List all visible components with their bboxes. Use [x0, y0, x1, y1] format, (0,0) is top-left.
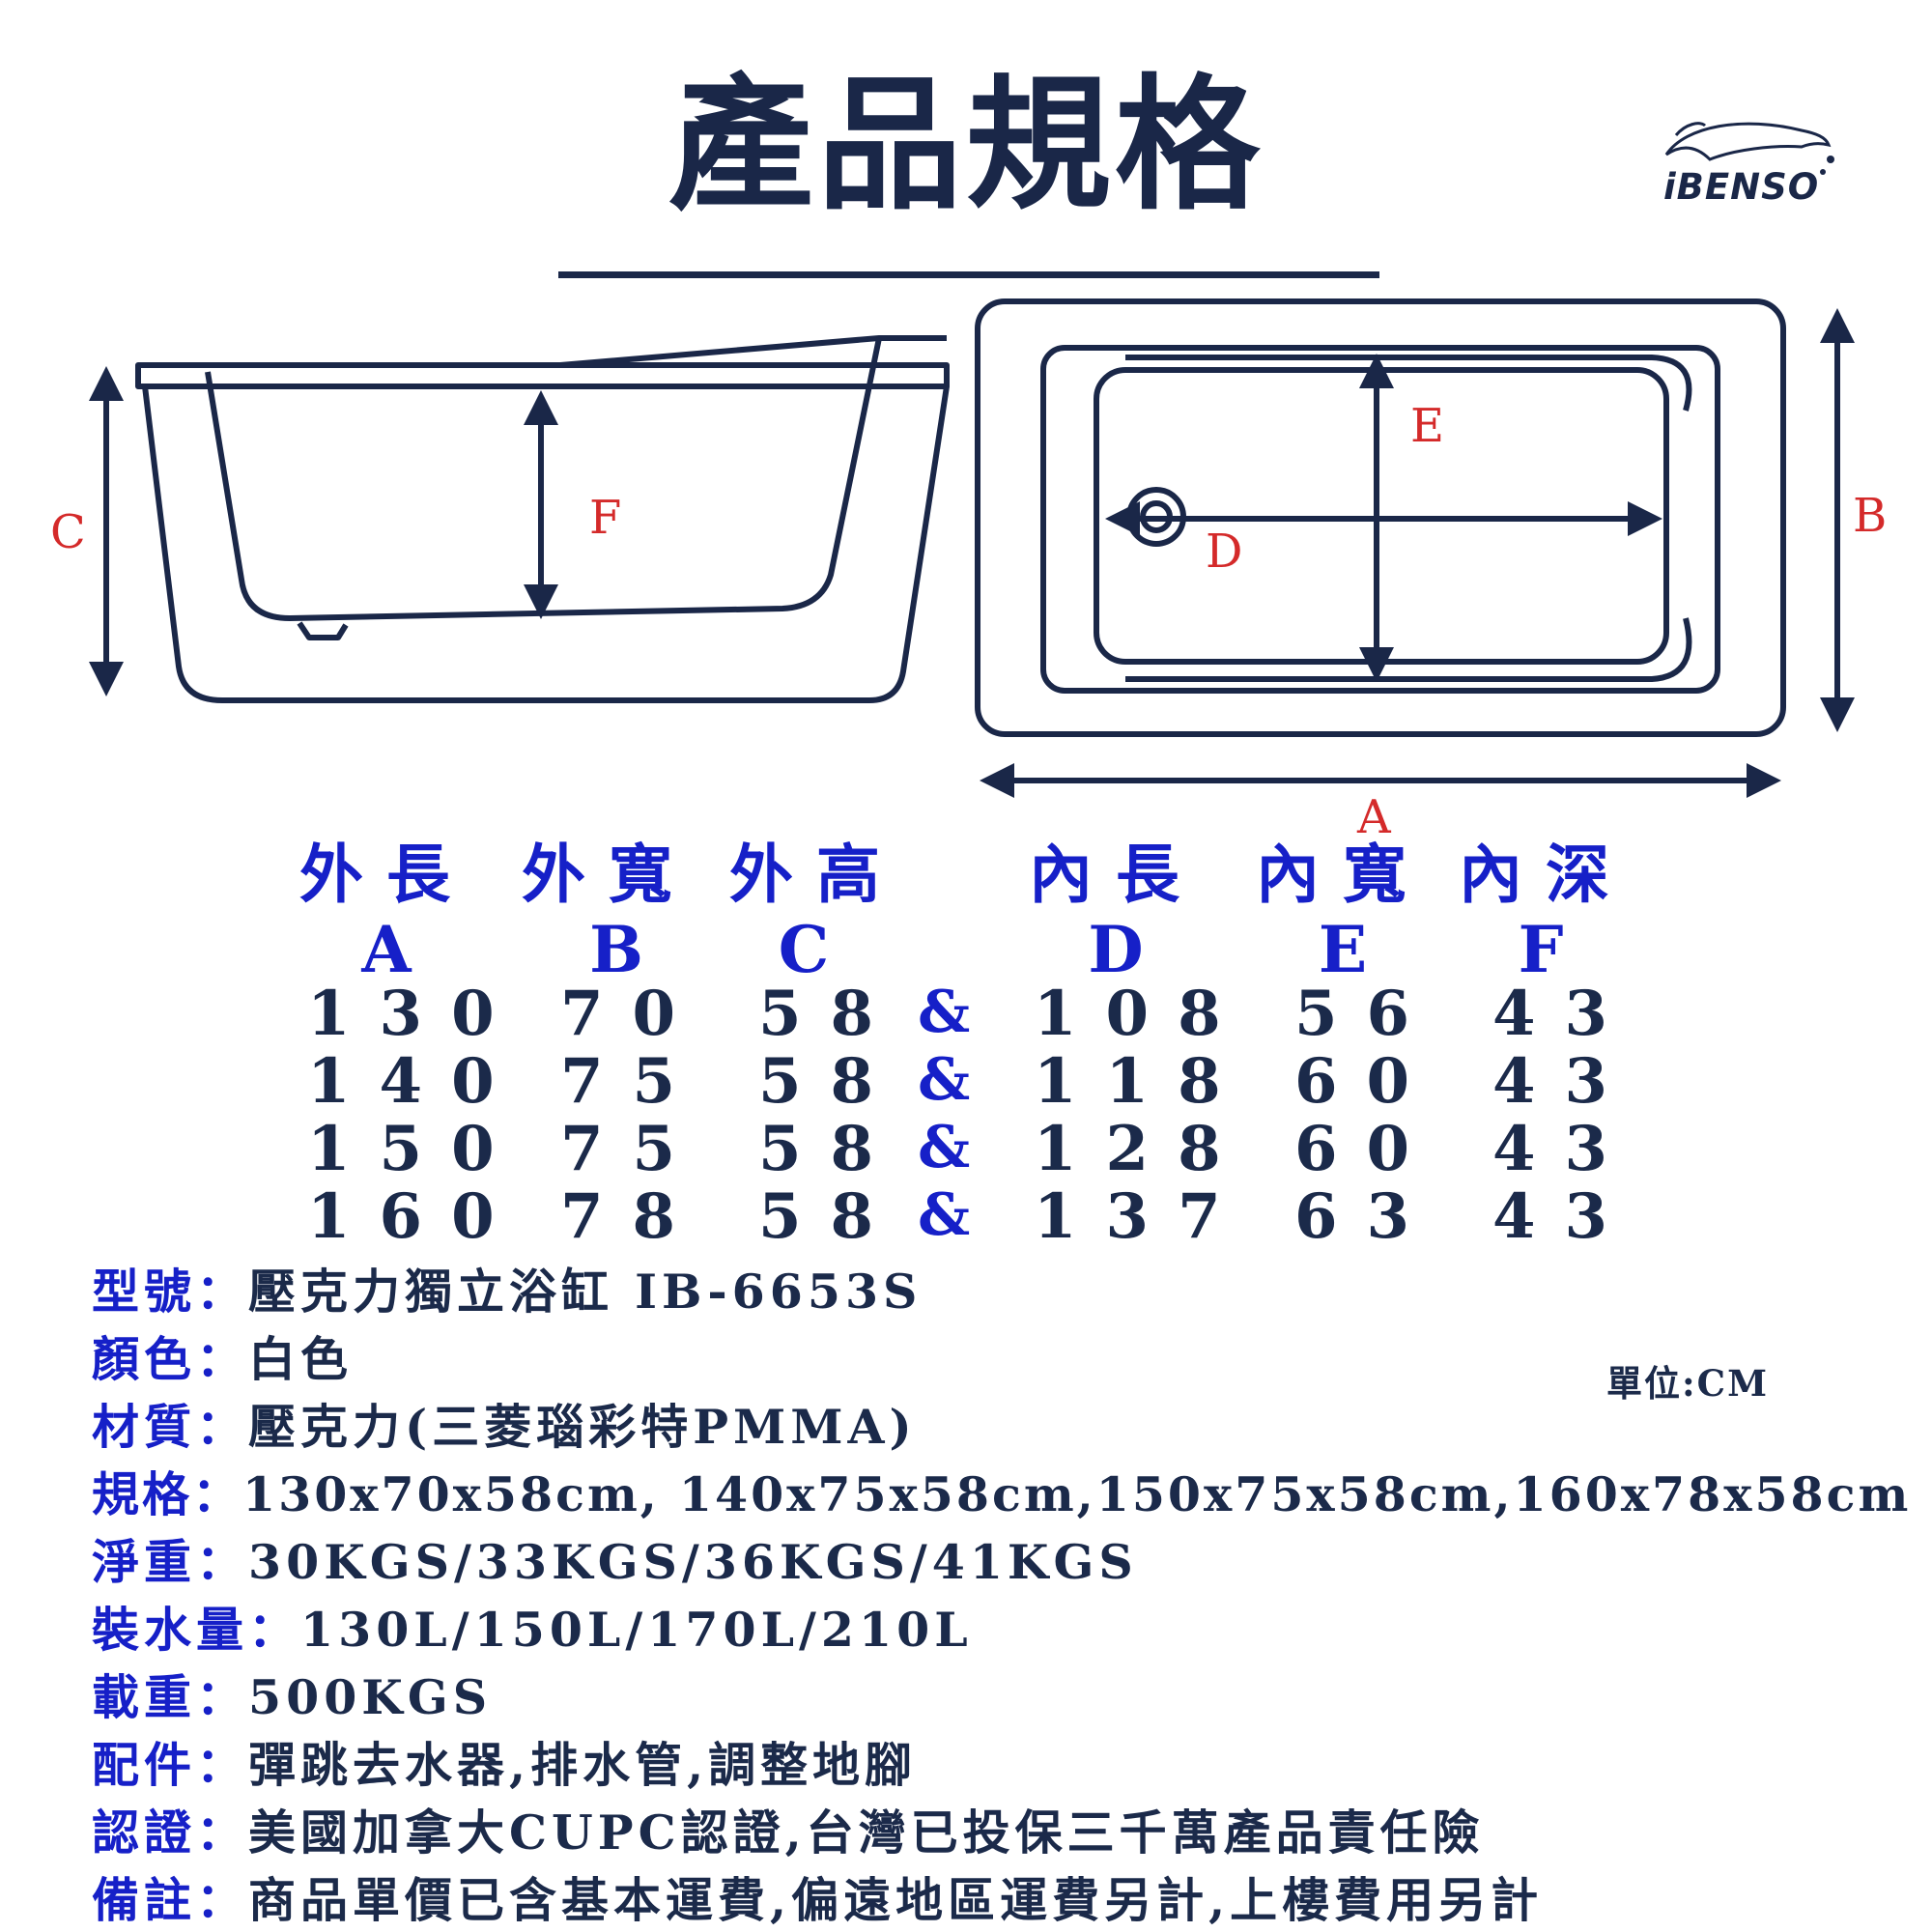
spec-certification: 認證：美國加拿大CUPC認證,台灣已投保三千萬產品責任險	[92, 1804, 1485, 1861]
bathtub-diagram	[89, 298, 1855, 798]
header-inner-length: 內長	[1029, 837, 1203, 912]
dolphin-logo-icon	[1664, 122, 1834, 175]
letter-f: F	[1518, 912, 1564, 987]
letter-c: C	[778, 912, 830, 987]
cell-f: 43	[1492, 1113, 1637, 1185]
header-inner-depth: 內深	[1459, 837, 1633, 912]
label-e: E	[1410, 399, 1445, 453]
label-b: B	[1853, 489, 1888, 543]
cell-a: 130	[307, 978, 524, 1050]
spec-material: 材質：壓克力(三菱瑙彩特PMMA)	[92, 1399, 917, 1455]
spec-model: 型號：壓克力獨立浴缸 IB-6653S	[92, 1264, 923, 1320]
spec-color: 顏色：白色	[92, 1331, 354, 1387]
side-view-drawing	[135, 335, 950, 703]
cell-f: 43	[1492, 1180, 1637, 1253]
ampersand: &	[918, 1181, 971, 1249]
label-a: A	[1357, 790, 1391, 844]
cell-a: 160	[307, 1180, 524, 1253]
header-outer-width: 外寬	[522, 837, 696, 912]
cell-d: 108	[1034, 978, 1250, 1050]
header-outer-height: 外高	[729, 837, 903, 912]
cell-e: 60	[1294, 1113, 1439, 1185]
header-outer-length: 外長	[299, 837, 473, 912]
letter-b: B	[589, 912, 643, 987]
cell-e: 63	[1294, 1180, 1439, 1253]
ampersand: &	[918, 979, 971, 1046]
letter-a: A	[361, 912, 412, 987]
label-d: D	[1206, 525, 1243, 579]
cell-a: 140	[307, 1045, 524, 1118]
cell-d: 128	[1034, 1113, 1250, 1185]
brand-logo-text: iBENSO	[1663, 166, 1820, 208]
spec-weight: 淨重：30KGS/33KGS/36KGS/41KGS	[92, 1534, 1138, 1590]
cell-c: 58	[758, 1180, 903, 1253]
cell-c: 58	[758, 1113, 903, 1185]
cell-b: 75	[560, 1113, 705, 1185]
spec-notes: 備註：商品單價已含基本運費,偏遠地區運費另計,上樓費用另計	[92, 1872, 1544, 1928]
title-divider	[558, 271, 1379, 278]
ampersand: &	[918, 1046, 971, 1114]
cell-e: 60	[1294, 1045, 1439, 1118]
cell-b: 75	[560, 1045, 705, 1118]
unit-label: 單位:CM	[1606, 1362, 1770, 1405]
spec-accessories: 配件：彈跳去水器,排水管,調整地腳	[92, 1737, 918, 1793]
cell-f: 43	[1492, 1045, 1637, 1118]
cell-e: 56	[1294, 978, 1439, 1050]
cell-d: 137	[1034, 1180, 1250, 1253]
cell-d: 118	[1034, 1045, 1250, 1118]
letter-e: E	[1318, 912, 1368, 987]
ampersand: &	[918, 1114, 971, 1181]
cell-c: 58	[758, 1045, 903, 1118]
spec-size: 規格：130x70x58cm, 140x75x58cm,150x75x58cm,…	[92, 1466, 1912, 1522]
label-f: F	[589, 491, 622, 545]
cell-b: 70	[560, 978, 705, 1050]
cell-a: 150	[307, 1113, 524, 1185]
letter-d: D	[1088, 912, 1144, 987]
header-inner-width: 內寬	[1256, 837, 1430, 912]
cell-b: 78	[560, 1180, 705, 1253]
spec-capacity: 裝水量：130L/150L/170L/210L	[92, 1602, 973, 1658]
cell-f: 43	[1492, 978, 1637, 1050]
cell-c: 58	[758, 978, 903, 1050]
label-c: C	[50, 505, 86, 559]
spec-load: 載重：500KGS	[92, 1669, 493, 1725]
page-title: 產品規格	[668, 60, 1264, 230]
top-view-drawing	[975, 298, 1786, 737]
